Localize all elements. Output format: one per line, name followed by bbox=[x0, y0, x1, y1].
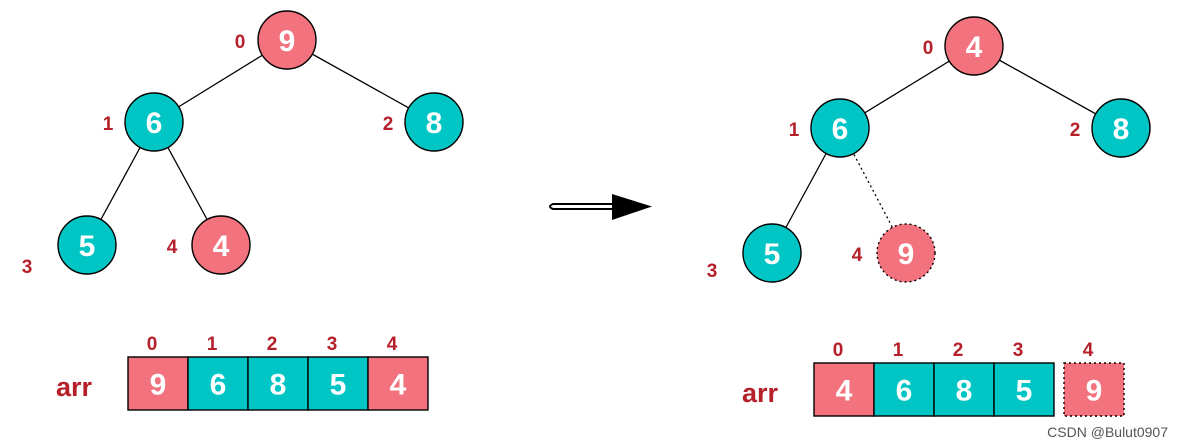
cell-index: 3 bbox=[1013, 340, 1024, 361]
node-value: 5 bbox=[764, 238, 781, 271]
node-value: 8 bbox=[1113, 113, 1130, 146]
array-cell: 40 bbox=[813, 340, 875, 417]
node-index: 3 bbox=[707, 261, 718, 282]
tree-node: 61 bbox=[103, 92, 184, 152]
cell-value: 9 bbox=[150, 369, 167, 402]
array-cell: 53 bbox=[307, 334, 369, 411]
node-circle bbox=[257, 10, 317, 70]
cell-value: 8 bbox=[270, 369, 287, 402]
node-index: 0 bbox=[923, 38, 934, 59]
watermark: CSDN @Bulut0907 bbox=[1047, 424, 1168, 440]
cell-value: 5 bbox=[330, 369, 347, 402]
node-index: 2 bbox=[383, 114, 394, 135]
node-circle bbox=[742, 223, 802, 283]
node-value: 9 bbox=[898, 238, 915, 271]
cell-box bbox=[813, 362, 875, 417]
node-circle bbox=[191, 215, 251, 275]
cell-index: 3 bbox=[327, 334, 338, 355]
node-value: 6 bbox=[832, 113, 849, 146]
tree-node: 44 bbox=[167, 215, 251, 275]
node-value: 4 bbox=[213, 230, 230, 263]
cell-index: 2 bbox=[953, 340, 964, 361]
cell-index: 4 bbox=[1083, 340, 1094, 361]
cell-box bbox=[187, 356, 249, 411]
node-value: 6 bbox=[146, 107, 163, 140]
node-index: 3 bbox=[22, 257, 33, 278]
tree-node: 40 bbox=[923, 16, 1004, 76]
array-cell: 90 bbox=[127, 334, 189, 411]
cell-value: 5 bbox=[1016, 375, 1033, 408]
cell-box bbox=[1063, 362, 1125, 417]
node-circle bbox=[944, 16, 1004, 76]
cell-box bbox=[367, 356, 429, 411]
tree-edge bbox=[839, 127, 907, 254]
cell-box bbox=[247, 356, 309, 411]
cell-value: 4 bbox=[836, 375, 853, 408]
array-cell: 44 bbox=[367, 334, 429, 411]
node-index: 4 bbox=[852, 245, 863, 266]
cell-index: 1 bbox=[207, 334, 218, 355]
cell-index: 1 bbox=[893, 340, 904, 361]
tree-node: 53 bbox=[22, 215, 117, 278]
cell-value: 6 bbox=[896, 375, 913, 408]
node-index: 2 bbox=[1070, 120, 1081, 141]
tree-node: 61 bbox=[789, 98, 870, 158]
cell-index: 4 bbox=[387, 334, 398, 355]
tree-node: 82 bbox=[1070, 98, 1151, 158]
array-label: arr bbox=[56, 372, 93, 402]
node-circle bbox=[57, 215, 117, 275]
cell-value: 6 bbox=[210, 369, 227, 402]
tree-node: 94 bbox=[852, 223, 936, 283]
node-circle bbox=[404, 92, 464, 152]
node-index: 1 bbox=[103, 114, 114, 135]
array-cell: 94 bbox=[1063, 340, 1125, 417]
node-circle bbox=[1091, 98, 1151, 158]
right-arrow-icon bbox=[549, 194, 652, 220]
cell-index: 2 bbox=[267, 334, 278, 355]
array-cell: 61 bbox=[873, 340, 935, 417]
node-value: 9 bbox=[279, 25, 296, 58]
array-cell: 53 bbox=[993, 340, 1055, 417]
cell-index: 0 bbox=[833, 340, 844, 361]
array-cell: 82 bbox=[247, 334, 309, 411]
node-circle bbox=[124, 92, 184, 152]
cell-value: 4 bbox=[390, 369, 407, 402]
tree-node: 90 bbox=[235, 10, 317, 70]
node-circle bbox=[876, 223, 936, 283]
node-circle bbox=[810, 98, 870, 158]
cell-box bbox=[873, 362, 935, 417]
node-value: 8 bbox=[426, 107, 443, 140]
array-label: arr bbox=[742, 378, 779, 408]
cell-value: 8 bbox=[956, 375, 973, 408]
array-cell: 61 bbox=[187, 334, 249, 411]
tree-node: 82 bbox=[383, 92, 464, 152]
cell-index: 0 bbox=[147, 334, 158, 355]
node-index: 4 bbox=[167, 237, 178, 258]
node-index: 1 bbox=[789, 120, 800, 141]
cell-box bbox=[127, 356, 189, 411]
cell-box bbox=[307, 356, 369, 411]
tree-node: 53 bbox=[707, 223, 802, 283]
node-index: 0 bbox=[235, 32, 246, 53]
array-cell: 82 bbox=[933, 340, 995, 417]
node-value: 4 bbox=[966, 31, 983, 64]
cell-box bbox=[993, 362, 1055, 417]
cell-value: 9 bbox=[1086, 375, 1103, 408]
node-value: 5 bbox=[79, 230, 96, 263]
